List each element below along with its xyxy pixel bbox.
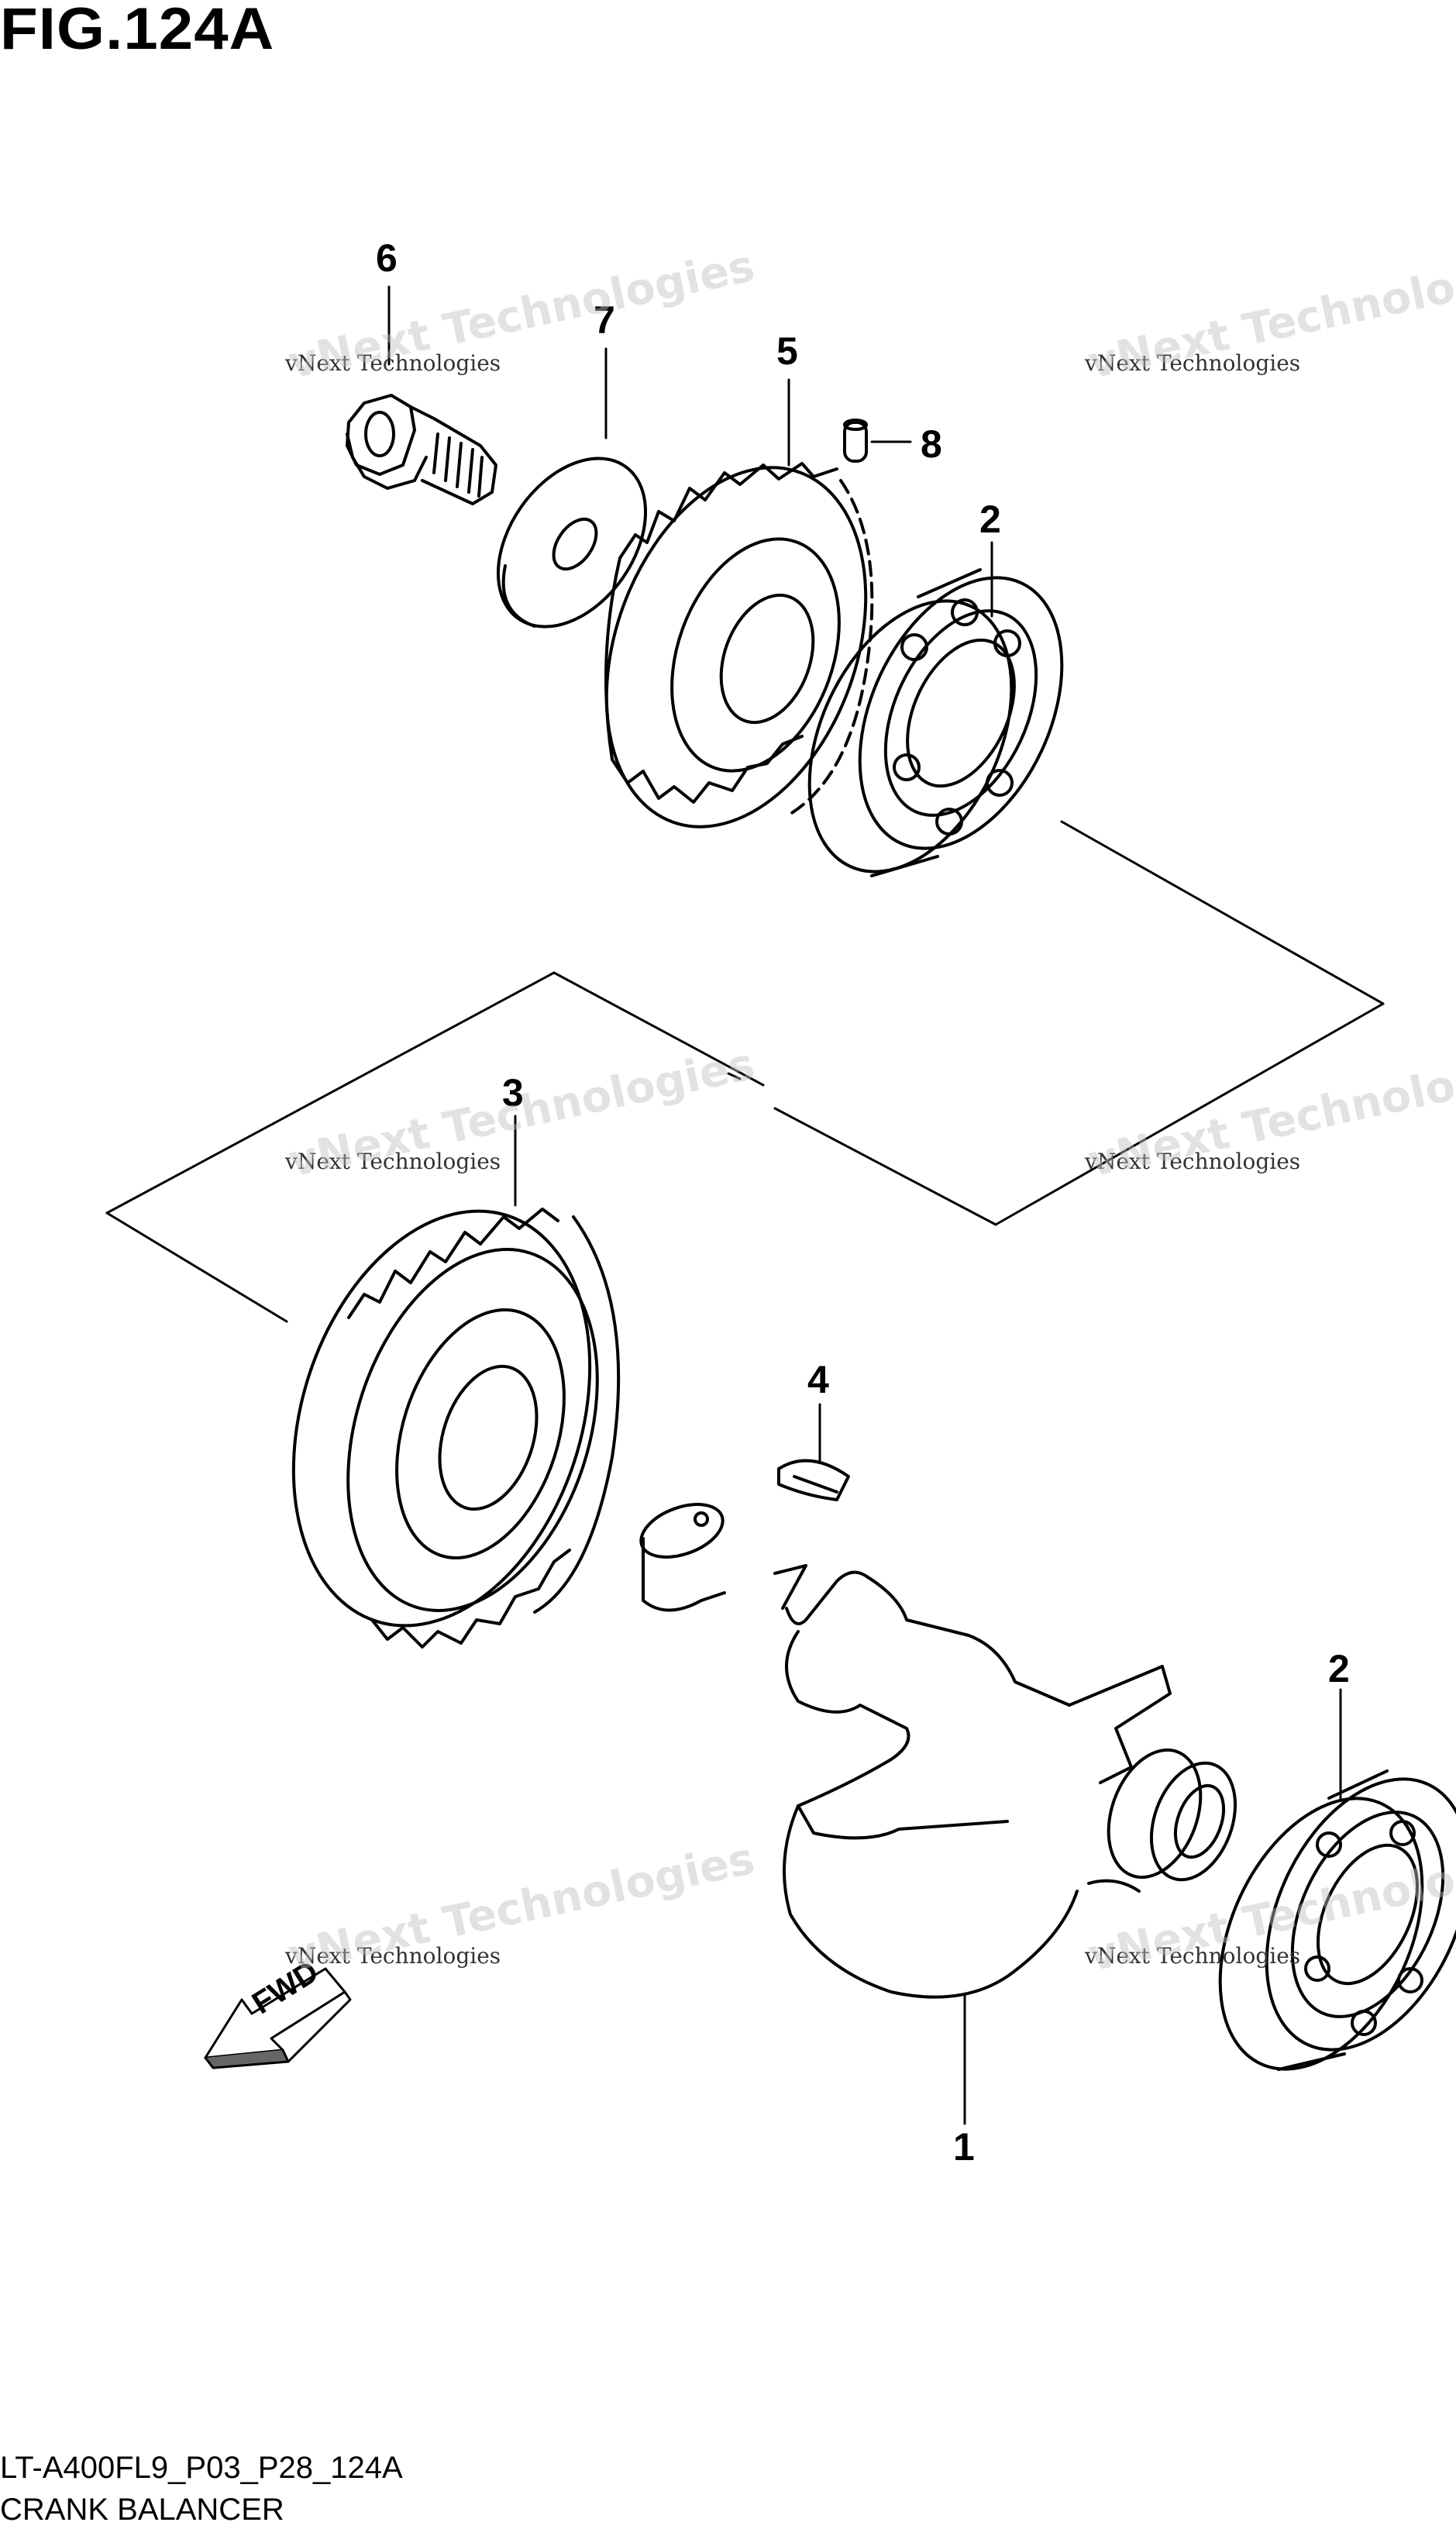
gear-part-3 — [291, 1208, 621, 1649]
assembly-guide-lines — [105, 820, 1385, 1323]
fwd-arrow-icon — [204, 1967, 352, 2069]
callout-2-upper: 2 — [979, 498, 1001, 541]
callout-4: 4 — [807, 1358, 829, 1401]
model-code: LT-A400FL9_P03_P28_124A — [0, 2451, 403, 2485]
gear-part-5 — [604, 462, 874, 829]
callout-7: 7 — [594, 298, 615, 342]
flange-bolt-part-6 — [346, 394, 497, 505]
callout-1: 1 — [953, 2125, 975, 2169]
bearing-part-2-upper — [807, 568, 1064, 877]
callout-8: 8 — [921, 422, 942, 466]
callout-6: 6 — [376, 236, 398, 280]
leader-lines — [387, 285, 1342, 2125]
section-name: CRANK BALANCER — [0, 2493, 284, 2527]
figure-title: FIG.124A — [0, 0, 275, 62]
washer-part-7 — [496, 457, 648, 629]
callout-5: 5 — [776, 329, 798, 373]
callout-3: 3 — [502, 1071, 524, 1115]
bearing-part-2-lower — [1218, 1769, 1456, 2071]
key-part-4 — [777, 1459, 850, 1501]
callout-2-lower: 2 — [1328, 1647, 1350, 1690]
balancer-shaft-part-1 — [639, 1503, 1237, 1999]
pin-part-8 — [843, 419, 868, 463]
